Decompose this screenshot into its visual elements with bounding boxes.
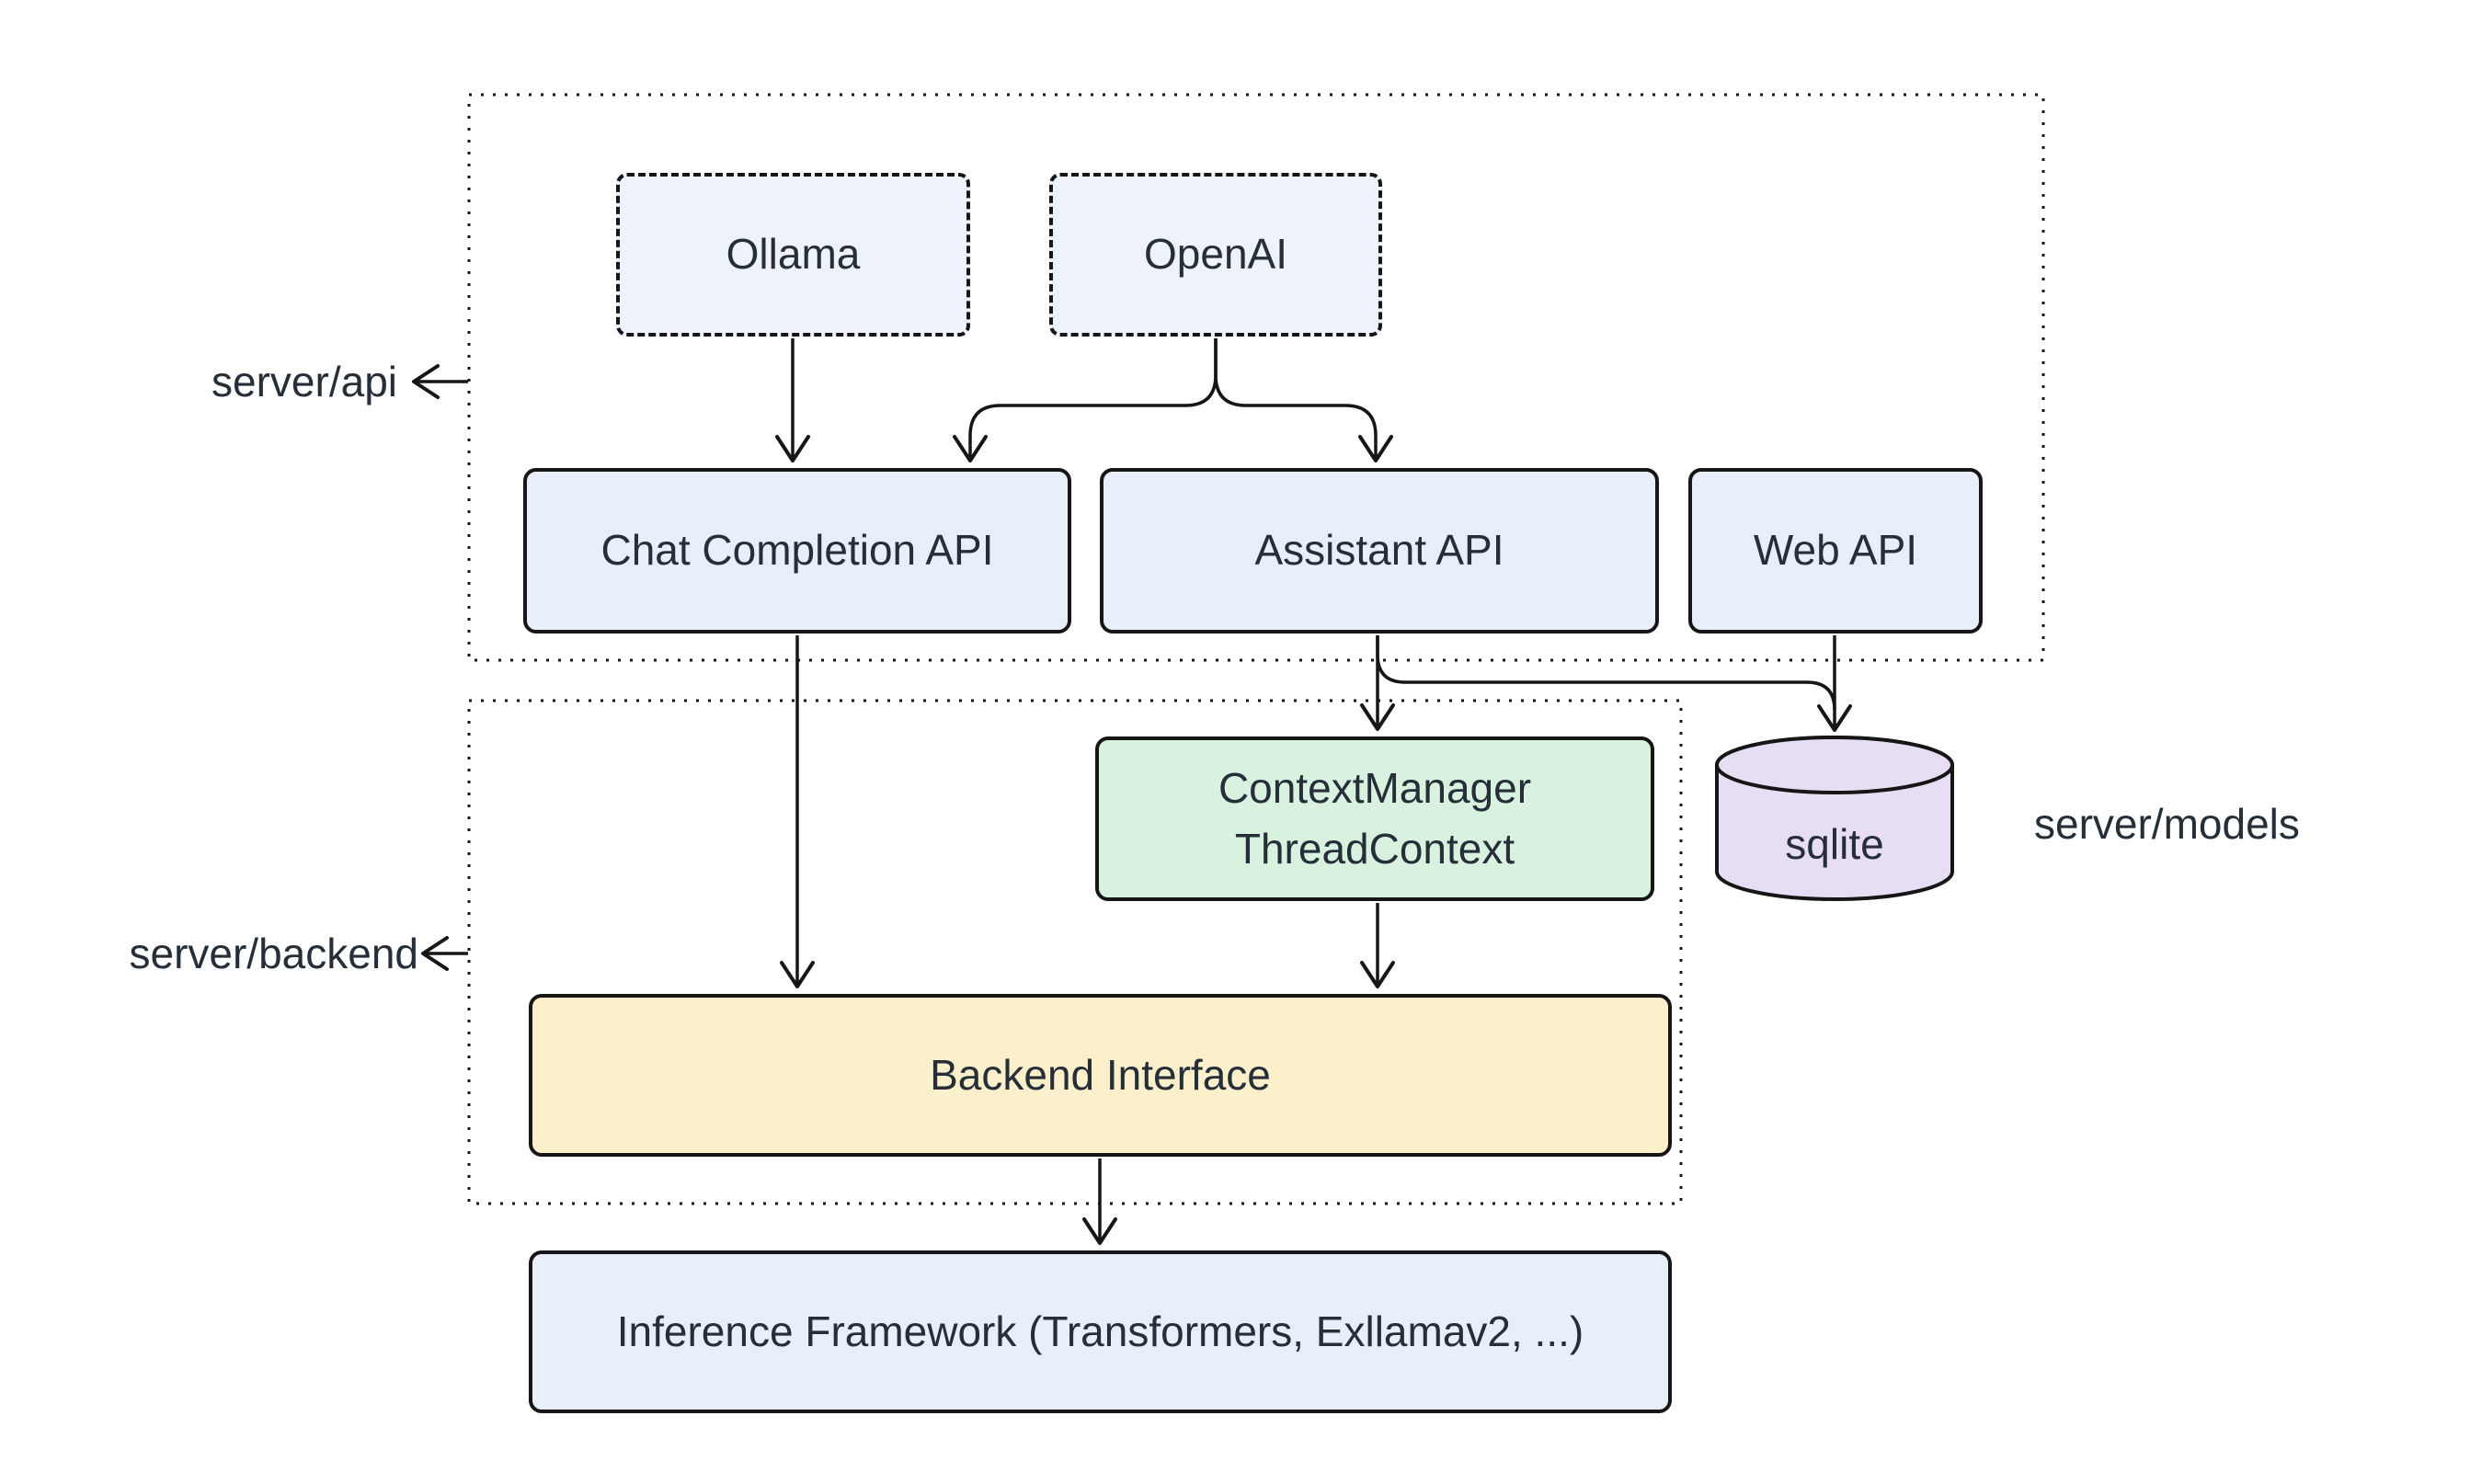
sqlite-label: sqlite bbox=[1785, 820, 1884, 868]
server-backend-container bbox=[467, 699, 1683, 1205]
node-context-manager-label: ContextManager ThreadContext bbox=[1218, 761, 1531, 877]
context-manager-line1: ContextManager bbox=[1218, 763, 1532, 812]
node-openai-label: OpenAI bbox=[1144, 230, 1287, 279]
node-backend-interface-label: Backend Interface bbox=[930, 1050, 1271, 1099]
node-web-api: Web API bbox=[1688, 468, 1983, 634]
sqlite-cylinder-top bbox=[1715, 736, 1954, 794]
context-manager-line2: ThreadContext bbox=[1234, 824, 1515, 873]
node-web-api-label: Web API bbox=[1753, 526, 1918, 575]
server-api-region-label: server/api bbox=[212, 358, 397, 405]
sqlite-cylinder bbox=[1715, 736, 1954, 901]
edge-openai-to-chat-api bbox=[953, 338, 1218, 462]
node-assistant-api-label: Assistant API bbox=[1254, 526, 1504, 575]
node-inference-framework-label: Inference Framework (Transformers, Exlla… bbox=[616, 1307, 1584, 1355]
node-inference-framework: Inference Framework (Transformers, Exlla… bbox=[529, 1250, 1672, 1413]
node-backend-interface: Backend Interface bbox=[529, 994, 1672, 1157]
node-chat-completion-api: Chat Completion API bbox=[523, 468, 1071, 634]
node-ollama-label: Ollama bbox=[726, 230, 861, 279]
node-context-manager: ContextManager ThreadContext bbox=[1095, 736, 1654, 901]
edge-assistant-api-to-sqlite bbox=[1376, 635, 1836, 711]
server-backend-region-label: server/backend bbox=[129, 930, 419, 977]
server-models-region-label: server/models bbox=[2034, 800, 2300, 848]
node-ollama: Ollama bbox=[616, 173, 970, 337]
node-assistant-api: Assistant API bbox=[1100, 468, 1659, 634]
edge-openai-to-assistant-api bbox=[1214, 338, 1393, 462]
node-openai: OpenAI bbox=[1049, 173, 1382, 337]
node-chat-completion-api-label: Chat Completion API bbox=[600, 526, 994, 575]
